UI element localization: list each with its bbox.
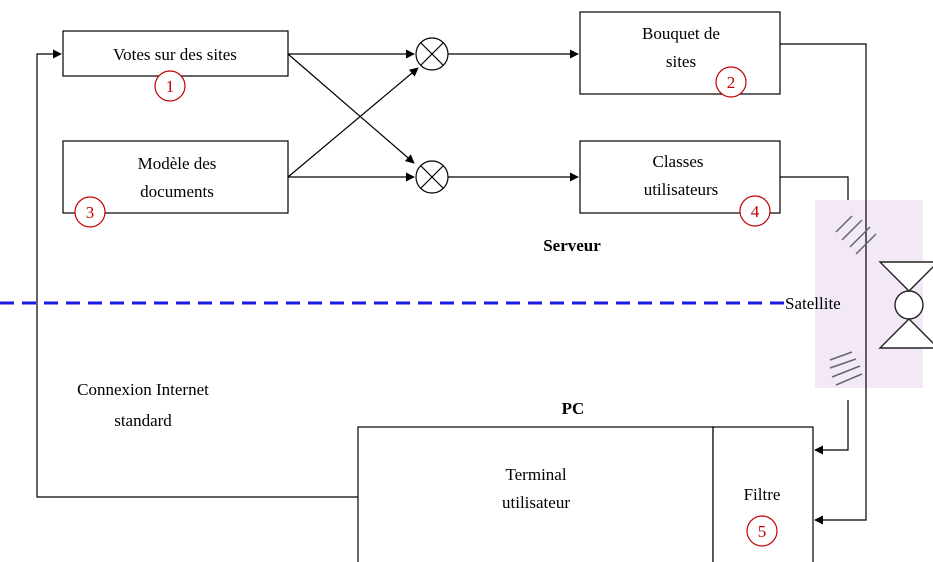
combiner-top <box>415 37 449 71</box>
bouquet-to-filtre <box>780 43 867 525</box>
modele-to-top <box>287 67 419 178</box>
svg-text:3: 3 <box>86 203 95 222</box>
connexion-label-line1: Connexion Internet <box>77 380 209 399</box>
bouquet-label-line1: Bouquet de <box>642 24 720 43</box>
satellite-label: Satellite <box>785 294 841 313</box>
terminal-label-line1: Terminal <box>505 465 566 484</box>
modele-label-line2: documents <box>140 182 214 201</box>
terminal-label-line2: utilisateur <box>502 493 570 512</box>
votes-label: Votes sur des sites <box>113 45 237 64</box>
terminal-box <box>357 426 714 562</box>
marker-5: 5 <box>746 515 778 547</box>
svg-text:2: 2 <box>727 73 736 92</box>
votes-box <box>62 30 289 77</box>
internet-return <box>36 49 358 498</box>
filtre-label: Filtre <box>744 485 781 504</box>
connexion-label-line2: standard <box>114 411 172 430</box>
svg-text:4: 4 <box>751 202 760 221</box>
svg-text:1: 1 <box>166 77 175 96</box>
classes-to-filtre-upper <box>780 176 849 200</box>
marker-3: 3 <box>74 196 106 228</box>
bouquet-label-line2: sites <box>666 52 696 71</box>
marker-1: 1 <box>154 70 186 102</box>
votes-to-bottom <box>287 53 415 164</box>
classes-to-filtre-lower <box>814 400 849 455</box>
classes-label-line1: Classes <box>653 152 704 171</box>
serveur-label: Serveur <box>543 236 601 255</box>
marker-2: 2 <box>715 66 747 98</box>
bouquet-box <box>579 11 781 95</box>
signal-waves-icon <box>829 215 877 386</box>
modele-label-line1: Modèle des <box>138 154 217 173</box>
combiner-bottom <box>415 160 449 194</box>
satellite-icon <box>878 261 933 349</box>
pc-label: PC <box>562 399 585 418</box>
marker-4: 4 <box>739 195 771 227</box>
classes-label-line2: utilisateurs <box>644 180 719 199</box>
svg-text:5: 5 <box>758 522 767 541</box>
